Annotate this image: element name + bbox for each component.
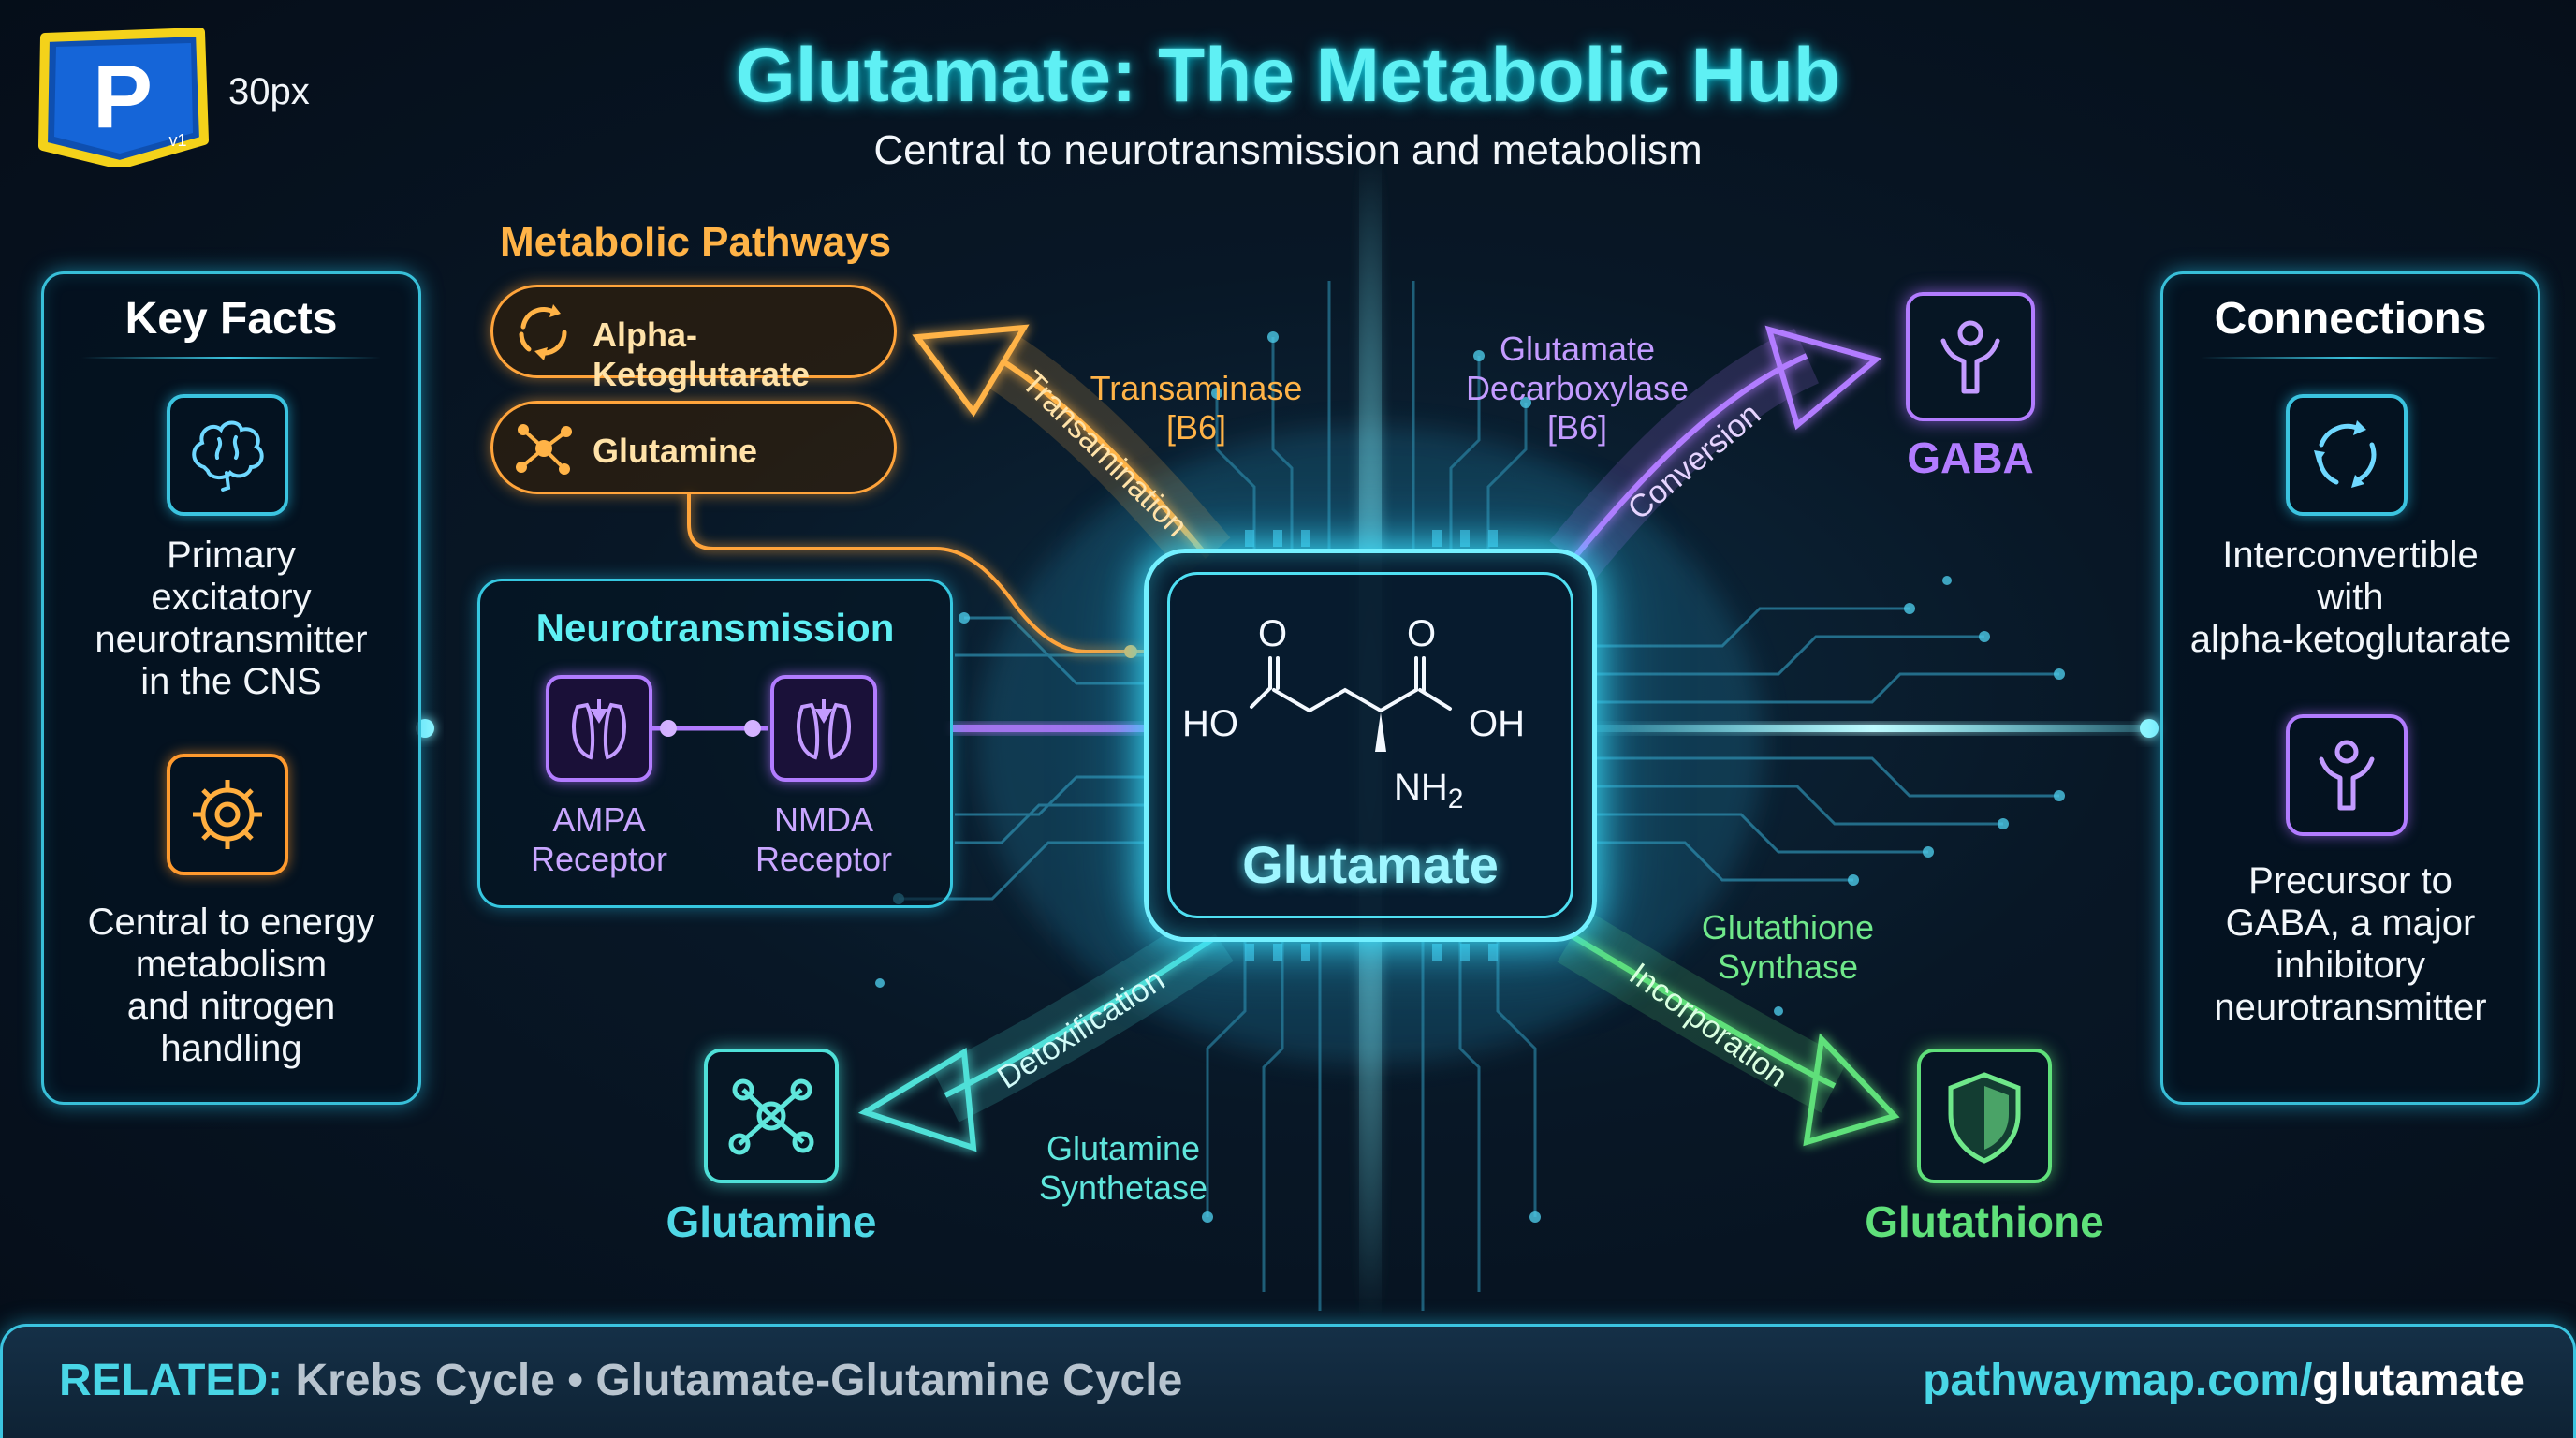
chem-ho: HO [1182, 703, 1238, 744]
panel-divider [2201, 357, 2500, 359]
connections-title: Connections [2214, 294, 2487, 344]
decarboxylase-enzyme-label: Glutamate Decarboxylase [B6] [1465, 330, 1690, 447]
gear-icon [167, 754, 288, 875]
brain-icon [167, 394, 288, 516]
url-path: glutamate [2312, 1356, 2525, 1405]
glutamate-card: O O HO OH NH2 Glutamate [1144, 549, 1597, 942]
pathway-item-glutamine: Glutamine [490, 401, 897, 494]
pathway-label: Glutamine [593, 432, 758, 470]
logo-letter: P [93, 47, 153, 147]
site-url-link[interactable]: pathwaymap.com/glutamate [1923, 1355, 2525, 1406]
chem-subscript: 2 [1447, 784, 1464, 814]
key-facts-panel: Key Facts Primary excitatory neurotransm… [41, 271, 421, 1105]
glutamine-label: Glutamine [666, 1197, 877, 1246]
ampa-receptor-icon [546, 675, 652, 782]
related-label: RELATED: [59, 1356, 284, 1405]
gaba-label: GABA [1907, 433, 2034, 482]
glutamate-card-inner-border [1167, 572, 1573, 918]
related-links: RELATED: Krebs Cycle • Glutamate-Glutami… [59, 1355, 1182, 1406]
gaba-figure-icon [1906, 292, 2035, 421]
footer-bar: RELATED: Krebs Cycle • Glutamate-Glutami… [0, 1324, 2576, 1438]
page-subtitle: Central to neurotransmission and metabol… [873, 127, 1703, 173]
chem-nh: NH [1394, 767, 1448, 808]
receptor-link [651, 720, 768, 737]
cycle-icon [519, 304, 567, 360]
glutathione-label: Glutathione [1865, 1197, 2104, 1246]
glutathione-synthase-label: Glutathione Synthase [1701, 908, 1875, 986]
cycle-icon [2286, 394, 2408, 516]
molecule-icon [516, 424, 572, 475]
glutamate-label: Glutamate [1242, 835, 1499, 894]
app-logo: P v1 [36, 27, 210, 169]
glutamine-synthetase-label: Glutamine Synthetase [1038, 1129, 1208, 1207]
metabolic-pathways-title: Metabolic Pathways [500, 219, 892, 265]
logo-version: v1 [168, 131, 186, 150]
panel-divider [81, 357, 381, 359]
url-domain: pathwaymap.com/ [1923, 1356, 2313, 1405]
molecule-icon [704, 1049, 839, 1183]
neurotransmission-box: Neurotransmission AMPA Receptor NMDA Rec… [477, 579, 953, 908]
connection-1-text: Interconvertible with alpha-ketoglutarat… [2189, 535, 2511, 660]
key-fact-1-text: Primary excitatory neurotransmitter in t… [95, 535, 368, 702]
pathway-label: Alpha-Ketoglutarate [593, 315, 811, 393]
gaba-figure-icon [2286, 714, 2408, 836]
related-link-krebs-cycle[interactable]: Krebs Cycle [295, 1356, 555, 1405]
chem-o-right: O [1407, 613, 1437, 654]
shield-icon [1917, 1049, 2052, 1183]
transaminase-enzyme-label: Transaminase [B6] [1090, 369, 1303, 447]
glutamate-structure [1250, 656, 1452, 752]
chem-nh2: NH2 [1394, 767, 1463, 815]
pathway-item-alpha-ketoglutarate: Alpha-Ketoglutarate [490, 285, 897, 393]
logo-caption: 30px [228, 71, 310, 112]
chem-oh: OH [1469, 703, 1525, 744]
related-link-glutamate-glutamine-cycle[interactable]: Glutamate-Glutamine Cycle [595, 1356, 1183, 1405]
ampa-receptor-label: AMPA Receptor [530, 800, 668, 878]
page-title: Glutamate: The Metabolic Hub [736, 33, 1840, 118]
key-facts-title: Key Facts [124, 294, 338, 344]
nmda-receptor-icon [770, 675, 877, 782]
related-separator: • [567, 1356, 584, 1405]
connection-2-text: Precursor to GABA, a major inhibitory ne… [2214, 860, 2487, 1028]
neurotransmission-title: Neurotransmission [535, 606, 895, 650]
nmda-receptor-label: NMDA Receptor [754, 800, 893, 878]
connections-panel: Connections Interconvertible with alpha-… [2160, 271, 2540, 1105]
key-fact-2-text: Central to energy metabolism and nitroge… [87, 902, 375, 1069]
chem-o-left: O [1258, 613, 1288, 654]
